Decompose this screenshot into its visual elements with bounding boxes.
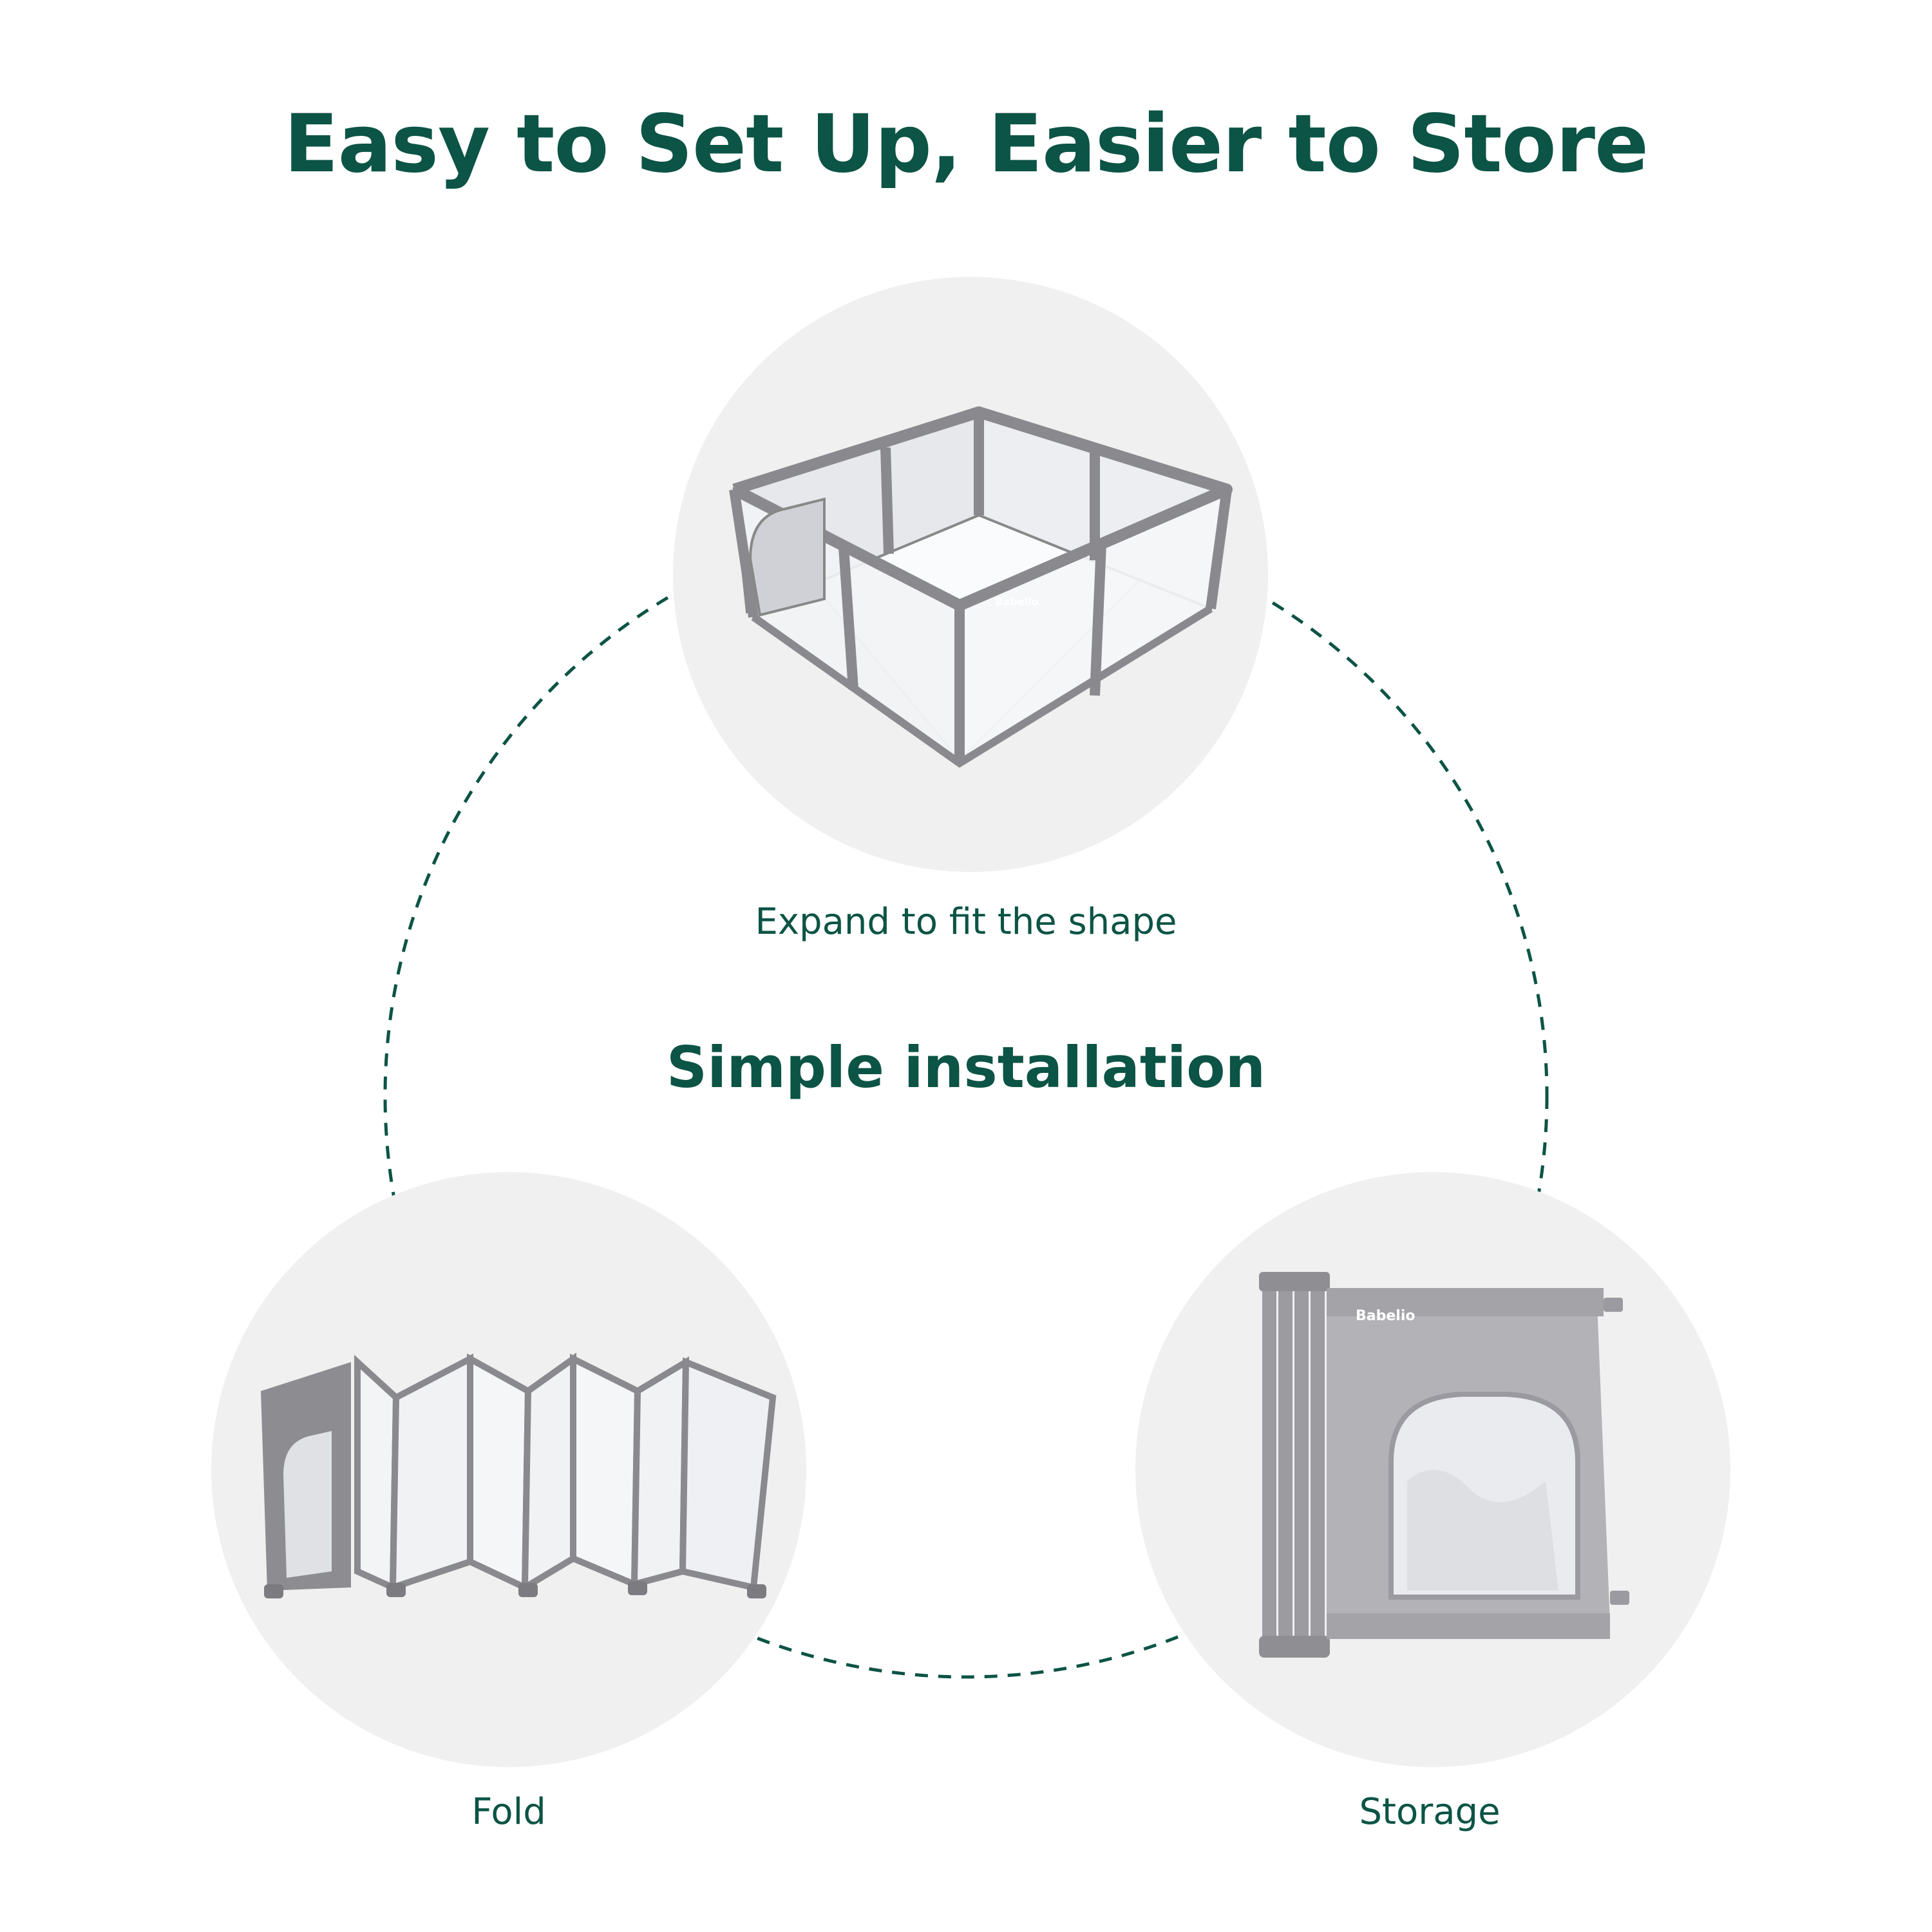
headline: Easy to Set Up, Easier to Store [283,98,1649,191]
playpen-expanded-image: Babelio [729,406,1233,768]
expand-brand-logo: Babelio [995,596,1038,608]
center-label: Simple installation [666,1034,1266,1101]
storage-brand-logo: Babelio [1356,1308,1415,1324]
storage-caption: Storage [1359,1791,1501,1833]
expand-caption: Expand to fit the shape [755,901,1177,943]
step-fold [211,1172,806,1767]
step-storage: Babelio [1135,1172,1730,1767]
playpen-stacked-storage-image: Babelio [1259,1272,1629,1658]
step-expand: Babelio [673,277,1268,872]
playpen-folded-zigzag-image [261,1352,777,1598]
fold-caption: Fold [471,1791,546,1833]
